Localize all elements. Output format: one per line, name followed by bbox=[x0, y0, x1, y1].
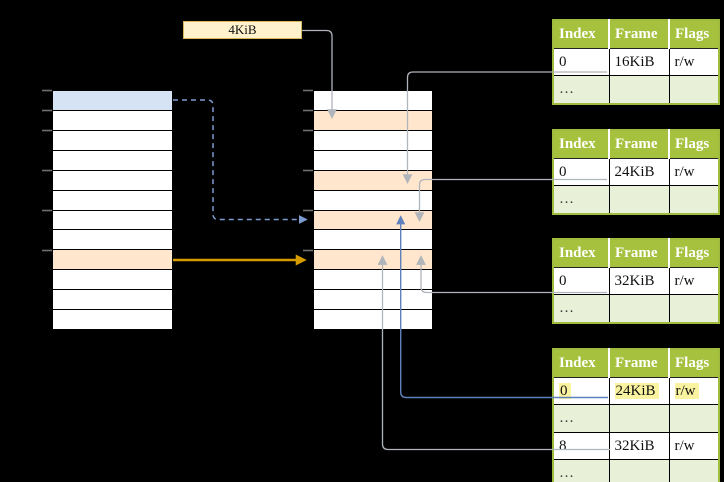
highlighted-value: 0 bbox=[559, 382, 571, 399]
frame-table-1-row-1-cell-0: … bbox=[552, 75, 610, 104]
physical-row-2 bbox=[314, 110, 432, 131]
virtual-row-2 bbox=[53, 110, 172, 131]
frame-table-2-header-index: Index bbox=[553, 130, 610, 159]
virtual-row-5 bbox=[53, 170, 172, 191]
frame-table-4-row-3-cell-1 bbox=[608, 459, 670, 482]
frame-table-2-row-0-cell-0: 0 bbox=[552, 158, 610, 186]
frame-table-2-row-1-cell-2 bbox=[668, 185, 720, 214]
frame-table-4-row-1-cell-2 bbox=[668, 404, 720, 433]
physical-row-6 bbox=[314, 190, 432, 211]
frame-table-4-header-flags: Flags bbox=[669, 349, 719, 378]
physical-row-8 bbox=[314, 230, 432, 251]
frame-table-3-row-1-cell-1 bbox=[608, 294, 670, 323]
frame-table-4-row-3-cell-2 bbox=[668, 459, 720, 482]
physical-row-4 bbox=[314, 150, 432, 171]
frame-table-3-header-frame: Frame bbox=[609, 239, 670, 268]
frame-table-4-row-0-cell-2: r/w bbox=[668, 377, 720, 405]
frame-table-4-row-3: … bbox=[552, 459, 720, 482]
frame-table-4-row-0-cell-0: 0 bbox=[552, 377, 610, 405]
virtual-row-12 bbox=[53, 310, 172, 330]
virtual-row-11 bbox=[53, 290, 172, 311]
frame-table-4-row-2-cell-2: r/w bbox=[668, 432, 720, 460]
frame-table-2-row-1: … bbox=[552, 185, 720, 214]
virtual-row-8 bbox=[53, 230, 172, 251]
virtual-row-1 bbox=[53, 91, 172, 111]
frame-table-4-row-1-cell-1 bbox=[608, 404, 670, 433]
frame-table-3-row-0-cell-2: r/w bbox=[668, 267, 720, 295]
virtual-row-9 bbox=[53, 250, 172, 271]
highlighted-value: 24KiB bbox=[614, 382, 659, 399]
frame-table-4-header-index: Index bbox=[553, 349, 610, 378]
frame-table-3-row-0-cell-0: 0 bbox=[552, 267, 610, 295]
frame-table-2-header-flags: Flags bbox=[669, 130, 719, 159]
frame-table-3-header-index: Index bbox=[553, 239, 610, 268]
frame-table-2-header-frame: Frame bbox=[609, 130, 670, 159]
physical-memory-column bbox=[313, 90, 433, 330]
physical-row-3 bbox=[314, 130, 432, 151]
virtual-row-6 bbox=[53, 190, 172, 211]
frame-table-3-header-flags: Flags bbox=[669, 239, 719, 268]
physical-row-1 bbox=[314, 91, 432, 111]
page-size-label-box: 4KiB bbox=[183, 21, 302, 39]
physical-row-12 bbox=[314, 310, 432, 330]
frame-table-1-row-1-cell-2 bbox=[668, 75, 720, 104]
virtual-row-10 bbox=[53, 270, 172, 291]
frame-table-2-row-0-cell-2: r/w bbox=[668, 158, 720, 186]
frame-table-2-row-1-cell-1 bbox=[608, 185, 670, 214]
frame-table-1-row-1-cell-1 bbox=[608, 75, 670, 104]
virtual-row-4 bbox=[53, 150, 172, 171]
frame-table-4-row-0-cell-1: 24KiB bbox=[608, 377, 670, 405]
frame-table-1-row-0-cell-0: 0 bbox=[552, 48, 610, 76]
frame-table-3-row-0-cell-1: 32KiB bbox=[608, 267, 670, 295]
highlighted-value: r/w bbox=[674, 382, 699, 399]
frame-table-4-header-frame: Frame bbox=[609, 349, 670, 378]
physical-row-5 bbox=[314, 170, 432, 191]
physical-row-9 bbox=[314, 250, 432, 271]
frame-table-4-row-0: 0 24KiB r/w bbox=[552, 377, 720, 405]
frame-table-1-row-1: … bbox=[552, 75, 720, 104]
physical-row-11 bbox=[314, 290, 432, 311]
virtual-row-3 bbox=[53, 130, 172, 151]
frame-table-3-row-1: … bbox=[552, 294, 720, 323]
frame-table-1-row-0-cell-1: 16KiB bbox=[608, 48, 670, 76]
frame-table-4-row-1-cell-0: … bbox=[552, 404, 610, 433]
frame-table-4-row-2-cell-0: 8 bbox=[552, 432, 610, 460]
virtual-row-7 bbox=[53, 210, 172, 231]
physical-row-10 bbox=[314, 270, 432, 291]
frame-table-1-row-0-cell-2: r/w bbox=[668, 48, 720, 76]
frame-table-2-row-0-cell-1: 24KiB bbox=[608, 158, 670, 186]
frame-table-1-header-frame: Frame bbox=[609, 20, 670, 49]
frame-table-3-row-1-cell-2 bbox=[668, 294, 720, 323]
frame-table-4-row-1: … bbox=[552, 404, 720, 433]
frame-table-4-row-2-cell-1: 32KiB bbox=[608, 432, 670, 460]
frame-table-1-header-flags: Flags bbox=[669, 20, 719, 49]
frame-table-4-row-3-cell-0: … bbox=[552, 459, 610, 482]
virtual-memory-column bbox=[52, 90, 173, 330]
arrow-virtual-blue-to-physical bbox=[173, 99, 308, 224]
frame-table-1-header-index: Index bbox=[553, 20, 610, 49]
page-size-label: 4KiB bbox=[228, 22, 257, 37]
physical-row-7 bbox=[314, 210, 432, 231]
frame-table-2-row-1-cell-0: … bbox=[552, 185, 610, 214]
frame-table-3-row-1-cell-0: … bbox=[552, 294, 610, 323]
